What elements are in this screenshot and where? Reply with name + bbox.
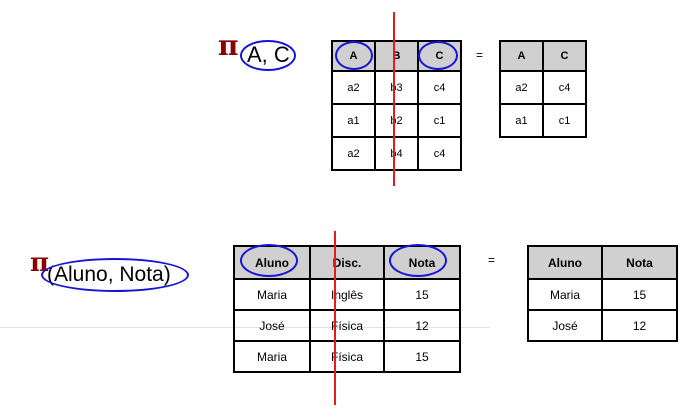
table-row: a1 b2 c1 <box>331 103 462 138</box>
table-cell: a1 <box>331 103 376 138</box>
table-cell: b4 <box>374 136 419 171</box>
table-row: Maria Inglês 15 <box>233 278 461 311</box>
table-cell: c4 <box>542 70 587 105</box>
table-row: a2 b3 c4 <box>331 70 462 105</box>
column-c-highlight-oval <box>418 41 458 70</box>
column-header: A <box>499 40 544 72</box>
table-cell: Física <box>309 309 385 342</box>
table-cell: a2 <box>331 136 376 171</box>
table-cell: b2 <box>374 103 419 138</box>
table-cell: Maria <box>233 278 311 311</box>
table-row: a1 c1 <box>499 103 587 138</box>
equals-sign: = <box>476 48 484 62</box>
table-cell: b3 <box>374 70 419 105</box>
column-a-highlight-oval <box>335 41 373 70</box>
table-row: a2 b4 c4 <box>331 136 462 171</box>
column-disc-strike-line <box>334 231 336 405</box>
table-cell: a1 <box>499 103 544 138</box>
table-header-row: Aluno Nota <box>527 245 678 280</box>
table-cell: Maria <box>527 278 603 311</box>
attributes-highlight-oval <box>240 40 296 71</box>
table-cell: 15 <box>383 278 461 311</box>
table-header-row: A C <box>499 40 587 72</box>
attributes-highlight-oval <box>41 258 189 292</box>
table-cell: Inglês <box>309 278 385 311</box>
table-cell: c1 <box>417 103 462 138</box>
column-header: Aluno <box>527 245 603 280</box>
table-cell: José <box>233 309 311 342</box>
table-cell: 15 <box>383 340 461 373</box>
pi-symbol: π <box>218 29 239 62</box>
table-row: José 12 <box>527 309 678 342</box>
table-cell: c4 <box>417 70 462 105</box>
column-header: Disc. <box>309 245 385 280</box>
table-cell: 15 <box>601 278 678 311</box>
table-cell: c4 <box>417 136 462 171</box>
column-aluno-highlight-oval <box>240 244 298 277</box>
column-b-strike-line <box>393 12 395 186</box>
table-cell: 12 <box>601 309 678 342</box>
column-header: Nota <box>601 245 678 280</box>
table-row: a2 c4 <box>499 70 587 105</box>
table-row: Maria Física 15 <box>233 340 461 373</box>
equals-sign: = <box>488 253 496 267</box>
table-cell: a2 <box>499 70 544 105</box>
table-cell: Física <box>309 340 385 373</box>
result-relation-table: A C a2 c4 a1 c1 <box>499 40 587 138</box>
result-relation-table: Aluno Nota Maria 15 José 12 <box>527 245 678 342</box>
table-cell: 12 <box>383 309 461 342</box>
table-cell: c1 <box>542 103 587 138</box>
table-cell: Maria <box>233 340 311 373</box>
table-cell: a2 <box>331 70 376 105</box>
column-header: C <box>542 40 587 72</box>
column-nota-highlight-oval <box>389 244 447 277</box>
column-header: B <box>374 40 419 72</box>
table-row: Maria 15 <box>527 278 678 311</box>
table-cell: José <box>527 309 603 342</box>
table-row: José Física 12 <box>233 309 461 342</box>
